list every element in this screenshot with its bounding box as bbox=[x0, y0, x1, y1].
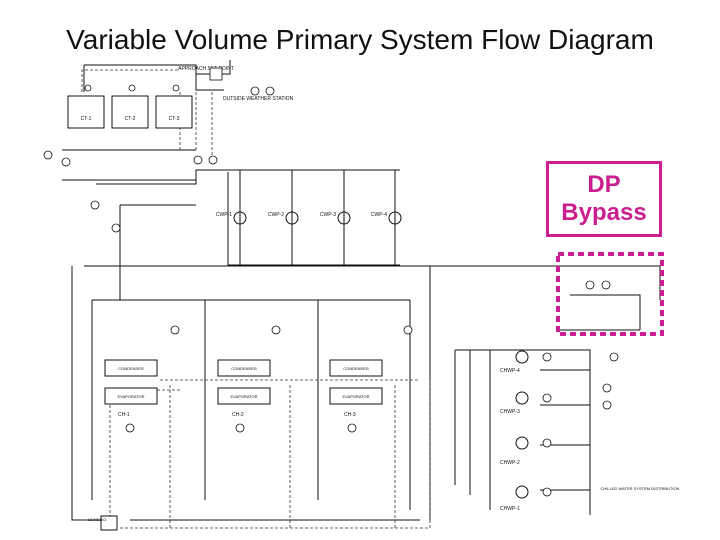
approach-set-point-label: APPROACH SET POINT bbox=[178, 66, 234, 72]
cwp-4-label: CWP-4 bbox=[371, 212, 387, 218]
chiller-3-label: CH-3 bbox=[344, 412, 356, 418]
cwp-1-label: CWP-1 bbox=[216, 212, 232, 218]
evaporator-1-label: EVAPORATOR bbox=[117, 394, 144, 399]
evaporator-3-label: EVAPORATOR bbox=[342, 394, 369, 399]
leadlag-label: LEADLAG bbox=[88, 517, 106, 522]
chwp-3-label: CHWP-3 bbox=[500, 409, 520, 415]
evaporator-2-label: EVAPORATOR bbox=[230, 394, 257, 399]
dp-bypass-callout: DP Bypass bbox=[546, 161, 662, 237]
callout-line-1: DP bbox=[587, 171, 621, 198]
condenser-2-label: CONDENSER bbox=[231, 366, 257, 371]
cooling-tower-1-label: CT-1 bbox=[81, 116, 92, 122]
dp-bypass-callout-text: DP Bypass bbox=[561, 171, 646, 227]
callout-line-2: Bypass bbox=[561, 199, 647, 226]
cwp-2-label: CWP-2 bbox=[268, 212, 284, 218]
dp-bypass-highlight-box bbox=[556, 252, 664, 336]
chwp-2-label: CHWP-2 bbox=[500, 460, 520, 466]
chiller-2-label: CH-2 bbox=[232, 412, 244, 418]
condenser-3-label: CONDENSER bbox=[343, 366, 369, 371]
chwp-4-label: CHWP-4 bbox=[500, 368, 520, 374]
outside-weather-label: OUTSIDE WEATHER STATION bbox=[223, 96, 294, 102]
cooling-tower-2-label: CT-2 bbox=[125, 116, 136, 122]
chiller-1-label: CH-1 bbox=[118, 412, 130, 418]
page-title: Variable Volume Primary System Flow Diag… bbox=[66, 24, 654, 55]
cooling-tower-3-label: CT-3 bbox=[169, 116, 180, 122]
chwp-1-label: CHWP-1 bbox=[500, 506, 520, 512]
distribution-label: CHILLED WATER SYSTEM DISTRIBUTION bbox=[601, 486, 680, 491]
condenser-1-label: CONDENSER bbox=[118, 366, 144, 371]
cwp-3-label: CWP-3 bbox=[320, 212, 336, 218]
